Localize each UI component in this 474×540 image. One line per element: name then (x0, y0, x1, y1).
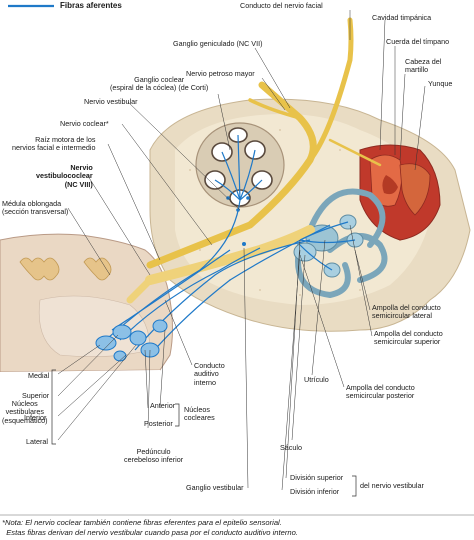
label-nervio-petroso-mayor: Nervio petroso mayor (186, 69, 255, 78)
label-cabeza-martillo: Cabeza del martillo (405, 57, 442, 75)
label-yunque: Yunque (428, 79, 453, 88)
label-ampolla-superior: Ampolla del conducto semicircular superi… (374, 329, 443, 347)
label-conducto-nervio-facial: Conducto del nervio facial (240, 1, 323, 10)
label-ampolla-lateral: Ampolla del conducto semicircular latera… (372, 303, 441, 321)
label-nervio-coclear: Nervio coclear* (60, 119, 109, 128)
footnote-line-2: Estas fibras derivan del nervio vestibul… (2, 528, 298, 537)
footnote-line-1: *Nota: El nervio coclear también contien… (2, 518, 282, 527)
label-raiz-motora: Raíz motora de los nervios facial e inte… (12, 135, 96, 153)
afferent-fibers (99, 134, 356, 356)
brainstem-nuclei (95, 319, 168, 362)
label-ganglio-geniculado: Ganglio geniculado (NC VII) (173, 39, 263, 48)
label-nucleos-cocleares: Núcleos cocleares (184, 405, 215, 423)
label-cuerda-timpano: Cuerda del tímpano (386, 37, 450, 46)
label-anterior: Anterior (150, 401, 176, 410)
label-saculo: Sáculo (280, 443, 302, 452)
label-superior: Superior (22, 391, 50, 400)
label-inferior: Inferior (24, 413, 47, 422)
label-del-nervio-vestibular: del nervio vestibular (360, 481, 424, 490)
label-ganglio-coclear: Ganglio coclear (espiral de la cóclea) (… (110, 75, 209, 93)
label-division-inferior: División inferior (290, 487, 340, 496)
medulla-oblongata (0, 233, 176, 500)
label-utriculo: Utrículo (304, 375, 329, 384)
label-conducto-auditivo-interno: Conducto auditivo interno (194, 361, 225, 387)
label-ganglio-vestibular: Ganglio vestibular (186, 483, 244, 492)
legend-label: Fibras aferentes (60, 1, 122, 10)
label-medula-oblongada: Médula oblongada (sección transversal) (2, 199, 69, 217)
label-posterior: Posterior (144, 419, 173, 428)
label-pedunculo: Pedúnculo cerebeloso inferior (124, 447, 184, 465)
leader-lines (57, 10, 426, 491)
label-medial: Medial (28, 371, 50, 380)
label-nucleos-vestibulares: Núcleos vestibulares (esquemático) (2, 399, 48, 425)
label-cavidad-timpanica: Cavidad timpánica (372, 13, 432, 22)
label-lateral: Lateral (26, 437, 48, 446)
label-ampolla-posterior: Ampolla del conducto semicircular poster… (346, 383, 415, 401)
label-nervio-vestibulococlear: Nervio vestibulococlear (NC VIII) (36, 163, 93, 189)
label-division-superior: División superior (290, 473, 344, 482)
brackets (51, 369, 357, 497)
label-nervio-vestibular: Nervio vestibular (84, 97, 138, 106)
vestibulocochlear-nerve (126, 225, 315, 304)
